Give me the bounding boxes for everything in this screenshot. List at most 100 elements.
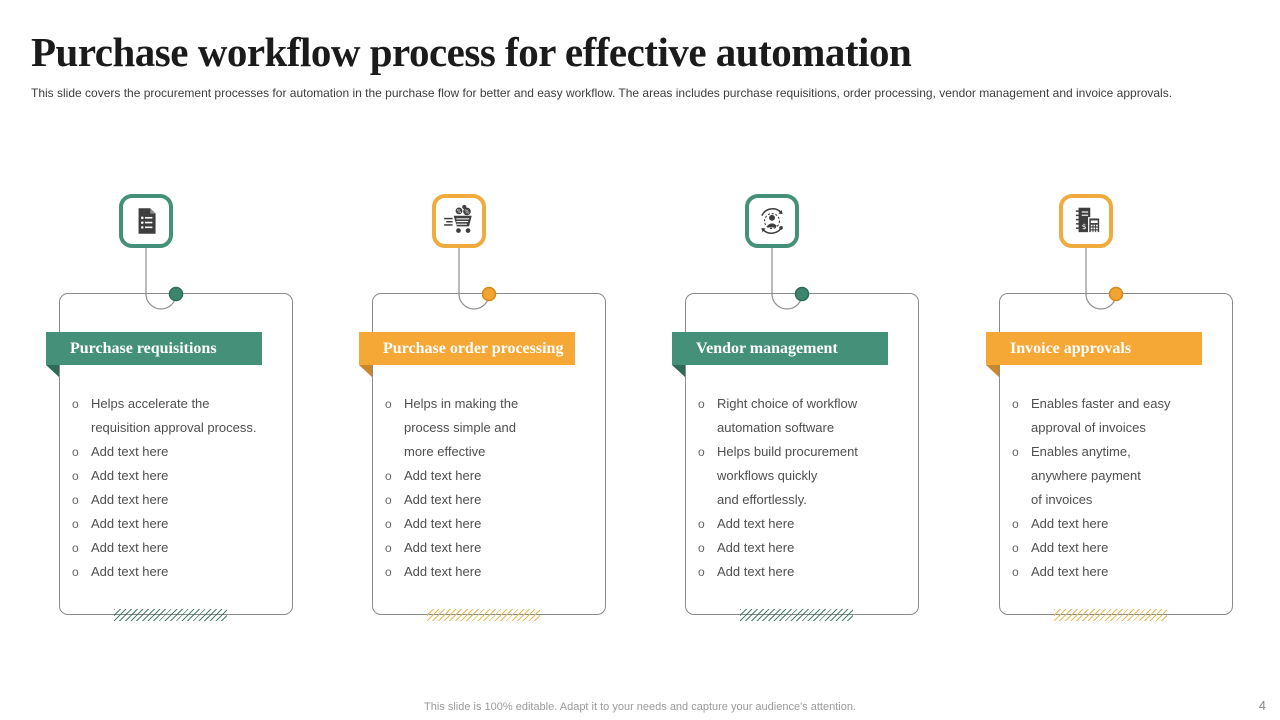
list-item-text: Add text here (404, 468, 482, 483)
list-item: o Right choice of workflow automation sof… (698, 392, 906, 440)
column-title: Purchase order processing (359, 332, 575, 365)
connector-line (458, 248, 497, 310)
bullet-marker: o (72, 541, 79, 555)
band-fold (46, 365, 59, 377)
bullet-marker: o (698, 517, 705, 531)
bullet-marker: o (1012, 541, 1019, 555)
list-item-text: Helps accelerate the requisition approva… (91, 396, 257, 435)
list-item-text: Add text here (91, 564, 169, 579)
bullet-marker: o (1012, 517, 1019, 531)
icon-box (119, 194, 173, 248)
footer-note: This slide is 100% editable. Adapt it to… (424, 701, 856, 713)
list-item: o Add text here (72, 560, 280, 584)
bullet-marker: o (72, 445, 79, 459)
list-item: o Add text here (72, 512, 280, 536)
column-title: Purchase requisitions (46, 332, 262, 365)
connector-line (145, 248, 184, 310)
svg-text:$: $ (1082, 222, 1087, 231)
list-item-text: Right choice of workflow automation soft… (717, 396, 858, 435)
bullet-marker: o (698, 397, 705, 411)
list-item-text: Enables faster and easy approval of invo… (1031, 396, 1171, 435)
slide-subtitle: This slide covers the procurement proces… (31, 86, 1173, 100)
bullet-marker: o (385, 493, 392, 507)
list-item-text: Add text here (91, 516, 169, 531)
list-item: o Enables faster and easy approval of inv… (1012, 392, 1220, 440)
icon-box: % % (432, 194, 486, 248)
page-number: 4 (1258, 698, 1266, 713)
bullet-marker: o (72, 397, 79, 411)
connector-dot (794, 286, 810, 302)
list-item: o Add text here (1012, 560, 1220, 584)
list-item-text: Add text here (91, 444, 169, 459)
icon-box: $ (1059, 194, 1113, 248)
bullet-marker: o (1012, 565, 1019, 579)
list-item-text: Helps in making the process simple and m… (404, 396, 519, 459)
hatch-decoration (740, 609, 853, 621)
list-item-text: Add text here (91, 468, 169, 483)
list-item: o Add text here (72, 440, 280, 464)
list-item-text: Add text here (404, 540, 482, 555)
list-item-text: Helps build procurement workflows quickl… (717, 444, 858, 507)
column-title: Invoice approvals (986, 332, 1202, 365)
bullet-list: o Right choice of workflow automation sof… (698, 392, 906, 584)
list-item-text: Add text here (1031, 516, 1109, 531)
list-item-text: Add text here (404, 492, 482, 507)
list-item: o Add text here (385, 488, 593, 512)
bullet-list: o Helps in making the process simple and … (385, 392, 593, 584)
list-item: o Add text here (698, 536, 906, 560)
bullet-list: o Enables faster and easy approval of inv… (1012, 392, 1220, 584)
vendor-cycle-icon (761, 208, 783, 234)
bullet-marker: o (72, 493, 79, 507)
connector-dot (1108, 286, 1124, 302)
column-purchase-requisitions: Purchase requisitions o Helps accelerate … (46, 180, 306, 640)
column-title: Vendor management (672, 332, 888, 365)
list-item-text: Add text here (404, 516, 482, 531)
bullet-marker: o (698, 541, 705, 555)
hatch-decoration (1054, 609, 1167, 621)
list-item: o Add text here (72, 464, 280, 488)
bullet-list: o Helps accelerate the requisition approv… (72, 392, 280, 584)
bullet-marker: o (1012, 397, 1019, 411)
list-item-text: Add text here (404, 564, 482, 579)
list-item: o Add text here (385, 512, 593, 536)
list-item-text: Add text here (1031, 540, 1109, 555)
column-purchase-order-processing: % % Purchase order processing o Helps in … (359, 180, 619, 640)
connector-dot (481, 286, 497, 302)
bullet-marker: o (385, 541, 392, 555)
bullet-marker: o (385, 517, 392, 531)
hatch-decoration (114, 609, 227, 621)
list-item: o Add text here (385, 536, 593, 560)
bullet-marker: o (72, 517, 79, 531)
speedy-shopping-cart-icon: % % (444, 204, 472, 233)
list-item: o Add text here (1012, 512, 1220, 536)
list-item-text: Add text here (1031, 564, 1109, 579)
list-item: o Add text here (385, 560, 593, 584)
bullet-marker: o (1012, 445, 1019, 459)
column-invoice-approvals: $ Invoice approvals o Enables faster and … (986, 180, 1246, 640)
bullet-marker: o (698, 565, 705, 579)
connector-line (1085, 248, 1124, 310)
bullet-marker: o (72, 469, 79, 483)
list-item: o Helps accelerate the requisition approv… (72, 392, 280, 440)
bullet-marker: o (72, 565, 79, 579)
list-item: o Add text here (1012, 536, 1220, 560)
svg-text:%: % (457, 209, 462, 215)
invoice-calculator-icon: $ (1075, 207, 1101, 234)
list-item-text: Add text here (717, 516, 795, 531)
list-item-text: Add text here (717, 540, 795, 555)
band-fold (672, 365, 685, 377)
bullet-marker: o (385, 565, 392, 579)
requisition-document-icon (138, 208, 156, 234)
hatch-decoration (427, 609, 540, 621)
icon-box (745, 194, 799, 248)
list-item: o Add text here (698, 512, 906, 536)
column-vendor-management: Vendor management o Right choice of workf… (672, 180, 932, 640)
